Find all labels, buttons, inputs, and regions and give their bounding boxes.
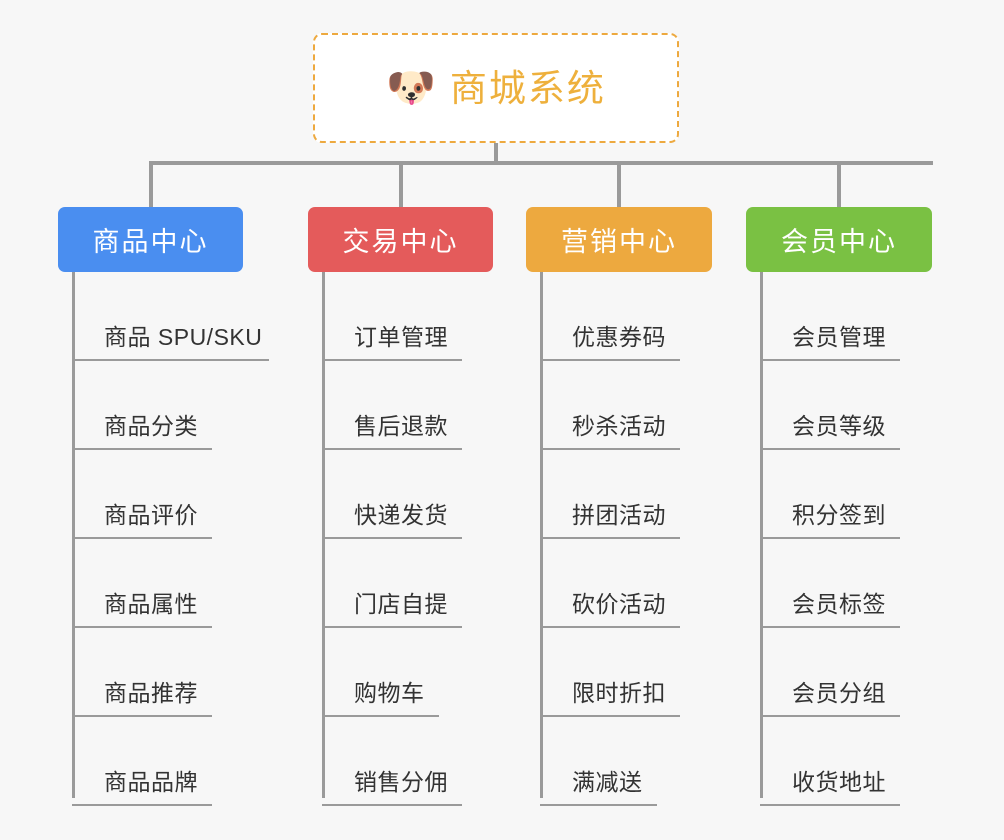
leaf-item-label: 会员标签 bbox=[792, 591, 886, 617]
leaf-item[interactable]: 快递发货 bbox=[322, 450, 462, 539]
leaf-item-label: 商品推荐 bbox=[104, 680, 198, 706]
connector-root-stem bbox=[494, 143, 498, 165]
leaf-item-label: 优惠券码 bbox=[572, 324, 666, 350]
leaf-item-label: 门店自提 bbox=[354, 591, 448, 617]
leaf-item-label: 砍价活动 bbox=[572, 591, 666, 617]
leaf-item[interactable]: 门店自提 bbox=[322, 539, 462, 628]
connector-drop-marketing-center bbox=[617, 161, 621, 207]
leaf-item[interactable]: 商品评价 bbox=[72, 450, 212, 539]
leaf-item-underline bbox=[540, 715, 680, 717]
leaf-item[interactable]: 商品推荐 bbox=[72, 628, 212, 717]
category-header-marketing-center[interactable]: 营销中心 bbox=[526, 207, 712, 272]
category-header-member-center[interactable]: 会员中心 bbox=[746, 207, 932, 272]
category-header-label: 商品中心 bbox=[92, 227, 209, 257]
leaf-item[interactable]: 限时折扣 bbox=[540, 628, 680, 717]
leaf-item-underline bbox=[322, 715, 439, 717]
leaf-item[interactable]: 优惠券码 bbox=[540, 272, 680, 361]
leaf-item[interactable]: 商品分类 bbox=[72, 361, 212, 450]
leaf-item-underline bbox=[540, 448, 680, 450]
leaf-item[interactable]: 积分签到 bbox=[760, 450, 900, 539]
leaf-item-label: 会员等级 bbox=[792, 413, 886, 439]
leaf-item-underline bbox=[760, 715, 900, 717]
leaf-item-underline bbox=[760, 626, 900, 628]
leaf-item[interactable]: 收货地址 bbox=[760, 717, 900, 806]
leaf-item[interactable]: 秒杀活动 bbox=[540, 361, 680, 450]
leaf-item[interactable]: 会员等级 bbox=[760, 361, 900, 450]
connector-drop-trade-center bbox=[398, 161, 403, 207]
leaf-item-label: 商品品牌 bbox=[104, 769, 198, 795]
leaf-item-underline bbox=[540, 537, 680, 539]
leaf-item-label: 商品 SPU/SKU bbox=[104, 324, 263, 350]
leaf-item[interactable]: 满减送 bbox=[540, 717, 657, 806]
leaf-item[interactable]: 商品 SPU/SKU bbox=[72, 272, 269, 361]
leaf-item-underline bbox=[322, 626, 462, 628]
leaf-column-spine bbox=[72, 272, 75, 798]
leaf-item-underline bbox=[760, 448, 900, 450]
leaf-item-label: 会员分组 bbox=[792, 680, 886, 706]
leaf-item-label: 满减送 bbox=[572, 769, 643, 795]
connector-horizontal-bus bbox=[149, 161, 933, 165]
leaf-column-spine bbox=[540, 272, 543, 798]
leaf-item[interactable]: 商品品牌 bbox=[72, 717, 212, 806]
leaf-item-underline bbox=[322, 359, 462, 361]
leaf-item-label: 购物车 bbox=[354, 680, 425, 706]
category-header-label: 会员中心 bbox=[781, 227, 897, 257]
leaf-item[interactable]: 售后退款 bbox=[322, 361, 462, 450]
leaf-item[interactable]: 购物车 bbox=[322, 628, 439, 717]
leaf-item-label: 售后退款 bbox=[354, 413, 448, 439]
leaf-item-underline bbox=[322, 537, 462, 539]
leaf-item-underline bbox=[760, 537, 900, 539]
root-node-mall-system[interactable]: 🐶 商城系统 bbox=[313, 33, 679, 143]
leaf-item[interactable]: 销售分佣 bbox=[322, 717, 462, 806]
leaf-item-underline bbox=[540, 804, 657, 806]
leaf-item-underline bbox=[72, 715, 212, 717]
leaf-item-underline bbox=[72, 448, 212, 450]
leaf-item[interactable]: 订单管理 bbox=[322, 272, 462, 361]
leaf-item-underline bbox=[72, 804, 212, 806]
category-header-trade-center[interactable]: 交易中心 bbox=[308, 207, 493, 272]
leaf-item-underline bbox=[322, 448, 462, 450]
leaf-item-underline bbox=[72, 537, 212, 539]
leaf-item-underline bbox=[72, 359, 269, 361]
leaf-item-underline bbox=[760, 804, 900, 806]
leaf-item-label: 限时折扣 bbox=[572, 680, 666, 706]
leaf-item-label: 会员管理 bbox=[792, 324, 886, 350]
leaf-item[interactable]: 会员管理 bbox=[760, 272, 900, 361]
leaf-item-label: 收货地址 bbox=[792, 769, 886, 795]
leaf-item-label: 商品评价 bbox=[104, 502, 198, 528]
leaf-item-label: 积分签到 bbox=[792, 502, 886, 528]
connector-drop-product-center bbox=[148, 161, 153, 207]
leaf-item-label: 商品属性 bbox=[104, 591, 198, 617]
leaf-item-label: 销售分佣 bbox=[354, 769, 448, 795]
leaf-item[interactable]: 会员标签 bbox=[760, 539, 900, 628]
leaf-item[interactable]: 商品属性 bbox=[72, 539, 212, 628]
leaf-item-underline bbox=[760, 359, 900, 361]
leaf-item-underline bbox=[322, 804, 462, 806]
root-node-title: 商城系统 bbox=[449, 67, 606, 109]
category-header-label: 营销中心 bbox=[561, 227, 677, 257]
leaf-item-underline bbox=[72, 626, 212, 628]
leaf-item-label: 订单管理 bbox=[354, 324, 448, 350]
category-header-label: 交易中心 bbox=[342, 227, 459, 257]
leaf-item[interactable]: 砍价活动 bbox=[540, 539, 680, 628]
leaf-item-label: 拼团活动 bbox=[572, 502, 666, 528]
leaf-item[interactable]: 拼团活动 bbox=[540, 450, 680, 539]
connector-drop-member-center bbox=[837, 161, 841, 207]
leaf-item-label: 秒杀活动 bbox=[572, 413, 666, 439]
leaf-column-spine bbox=[322, 272, 325, 798]
leaf-item-underline bbox=[540, 626, 680, 628]
shiba-dog-face-icon: 🐶 bbox=[386, 65, 436, 111]
category-header-product-center[interactable]: 商品中心 bbox=[58, 207, 243, 272]
leaf-item-label: 快递发货 bbox=[354, 502, 448, 528]
leaf-item-underline bbox=[540, 359, 680, 361]
leaf-item-label: 商品分类 bbox=[104, 413, 198, 439]
leaf-item[interactable]: 会员分组 bbox=[760, 628, 900, 717]
leaf-column-spine bbox=[760, 272, 763, 798]
